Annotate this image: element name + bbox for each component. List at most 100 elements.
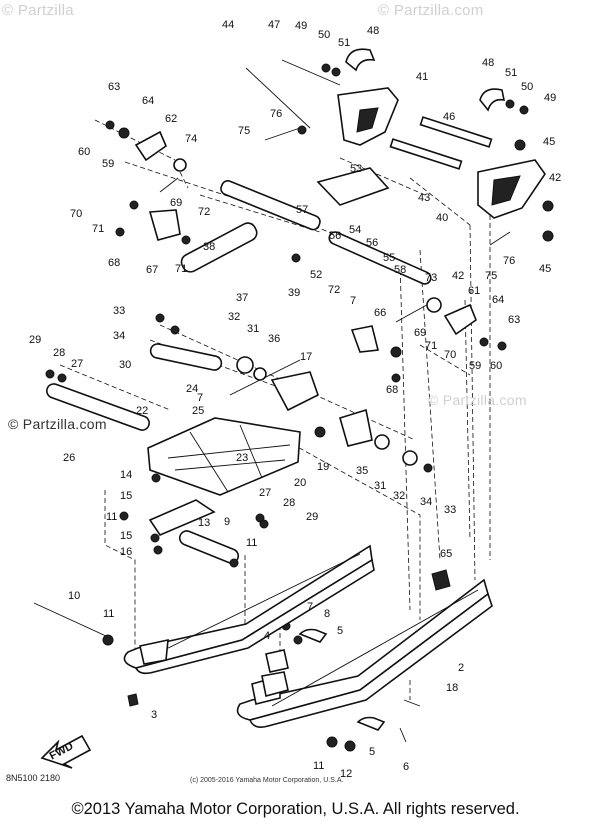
callout: 23: [236, 452, 248, 464]
rear-shaft: [328, 231, 432, 285]
callout: 46: [443, 111, 455, 123]
callout: 72: [198, 206, 210, 218]
callout: 7: [307, 601, 313, 613]
callout: 56: [366, 237, 378, 249]
callout: 14: [120, 469, 132, 481]
callout: 65: [440, 548, 452, 560]
watermark: © Partzilla.com: [8, 416, 107, 432]
callout: 15: [120, 490, 132, 502]
copyright-small: (c) 2005-2016 Yamaha Motor Corporation, …: [190, 777, 344, 784]
callout: 73: [425, 272, 437, 284]
callout: 49: [295, 20, 307, 32]
callout: 34: [420, 496, 432, 508]
callout: 36: [268, 333, 280, 345]
callout: 53: [350, 163, 362, 175]
rear-axle-30: [149, 343, 223, 371]
callout: 70: [70, 208, 82, 220]
callout: 30: [119, 359, 131, 371]
callout: 19: [317, 461, 329, 473]
callout: 32: [228, 311, 240, 323]
callout: 51: [338, 37, 350, 49]
callout: 20: [294, 477, 306, 489]
callout: 42: [549, 172, 561, 184]
callout: 67: [146, 264, 158, 276]
upper-hardware: [159, 59, 511, 323]
rear-axle-26: [46, 383, 150, 431]
watermark: © Partzilla.com: [378, 2, 484, 19]
callout: 60: [490, 360, 502, 372]
callout: 5: [369, 746, 375, 758]
callout: 48: [482, 57, 494, 69]
callout: 44: [222, 19, 234, 31]
callout: 68: [386, 384, 398, 396]
callout: 41: [416, 71, 428, 83]
shock-absorber: [180, 222, 258, 273]
slide-rail-right: [236, 578, 493, 728]
callout: 76: [270, 108, 282, 120]
callout: 75: [485, 270, 497, 282]
callout: 49: [544, 92, 556, 104]
callout: 7: [350, 295, 356, 307]
callout: 2: [458, 662, 464, 674]
callout: 29: [29, 334, 41, 346]
callout: 32: [393, 490, 405, 502]
callout: 40: [436, 212, 448, 224]
callout: 8: [324, 608, 330, 620]
callout: 70: [444, 349, 456, 361]
callout: 62: [165, 113, 177, 125]
cap-48-left: [345, 48, 376, 72]
callout: 75: [238, 125, 250, 137]
callout: 11: [313, 760, 324, 772]
callout: 11: [106, 511, 117, 523]
callout: 48: [367, 25, 379, 37]
callout: 9: [224, 516, 230, 528]
callout: 38: [203, 241, 215, 253]
callout: 58: [394, 264, 406, 276]
callout: 29: [306, 511, 318, 523]
callout: 57: [296, 204, 308, 216]
callout: 15: [120, 530, 132, 542]
shock-absorber-13: [178, 530, 240, 564]
callout: 26: [63, 452, 75, 464]
callout: 22: [136, 405, 148, 417]
callout: 3: [151, 709, 157, 721]
callout: 64: [492, 294, 504, 306]
callout: 47: [268, 19, 280, 31]
callout: 16: [120, 546, 132, 558]
callout: 66: [374, 307, 386, 319]
callout: 7: [197, 392, 203, 404]
diagram-code: 8N5100 2180: [6, 773, 61, 783]
slide-rail-left: [123, 544, 375, 675]
callout: 71: [175, 263, 187, 275]
callout: 45: [539, 263, 551, 275]
callout: 34: [113, 330, 125, 342]
callout: 61: [468, 285, 480, 297]
cap-48-right: [479, 88, 506, 112]
callout: 31: [374, 480, 386, 492]
callout: 71: [425, 340, 437, 352]
callout: 71: [92, 223, 104, 235]
callout: 50: [521, 81, 533, 93]
callout: 27: [71, 358, 83, 370]
callout: 25: [192, 405, 204, 417]
callout: 59: [469, 360, 481, 372]
callout: 54: [349, 224, 361, 236]
callout: 60: [78, 146, 90, 158]
callout: 28: [283, 497, 295, 509]
callout: 10: [68, 590, 80, 602]
callout: 33: [444, 504, 456, 516]
rear-suspension-frame: [147, 417, 301, 496]
callout: 69: [414, 327, 426, 339]
callout: 24: [186, 383, 198, 395]
callout: 63: [508, 314, 520, 326]
callout: 59: [102, 158, 114, 170]
callout: 39: [288, 287, 300, 299]
callout: 68: [108, 257, 120, 269]
callout: 55: [383, 252, 395, 264]
callout: 69: [170, 197, 182, 209]
forward-arrow: FWD: [40, 734, 92, 769]
callout: 56: [329, 230, 341, 242]
callout: 45: [543, 136, 555, 148]
callout: 12: [340, 768, 352, 780]
callout: 43: [418, 192, 430, 204]
